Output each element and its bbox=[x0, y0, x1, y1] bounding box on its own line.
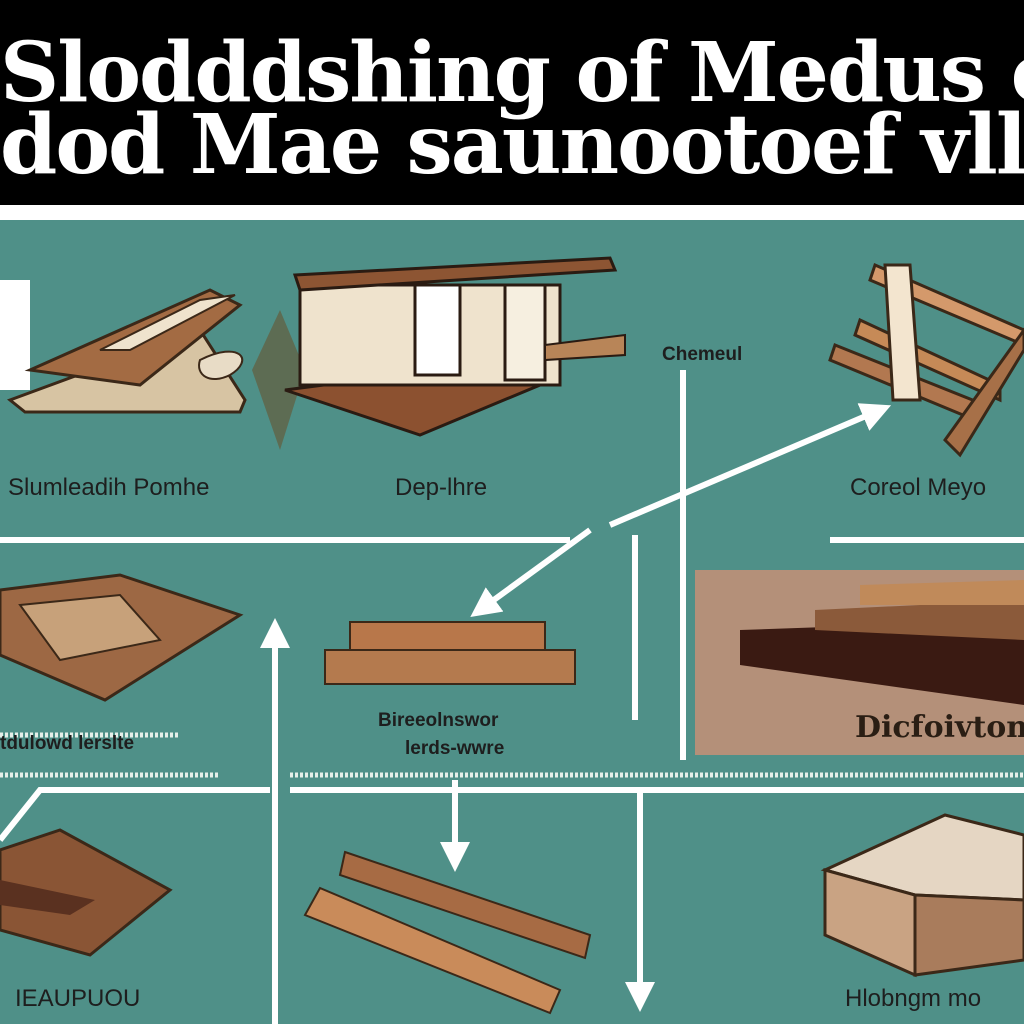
planks-illustration bbox=[303, 850, 592, 1015]
lumber-stack-illustration bbox=[740, 580, 1024, 705]
node-label-4: Chemeul bbox=[662, 344, 743, 365]
node-label-6: Bireeolnswor bbox=[378, 710, 499, 731]
title-line-1: Slodddshing of Medus ofsb The Hot bbox=[0, 25, 1024, 121]
node-label-9: IEAUPUOU bbox=[15, 985, 141, 1012]
node-label-3: Coreol Meyo bbox=[850, 474, 987, 501]
rack-leg-1 bbox=[883, 263, 922, 402]
node-label-8: Dicfoivton bbox=[855, 710, 1024, 745]
house-door bbox=[413, 283, 462, 377]
node-label-1: Slumleadih Pomhe bbox=[8, 474, 210, 501]
title-banner: Slodddshing of Medus ofsb The Hot dod Ma… bbox=[0, 0, 1024, 205]
frame-house-illustration bbox=[284, 256, 626, 437]
node-label-7: lerds-wwre bbox=[405, 738, 505, 759]
sluice-roll bbox=[198, 350, 244, 380]
node-label-2: Dep-lhre bbox=[395, 474, 488, 501]
field-patch bbox=[18, 593, 162, 662]
connector-diagonal-down bbox=[470, 527, 592, 618]
title-line-2: dod Mae saunootoef vllorpgeut li bbox=[0, 97, 1024, 193]
tray-illustration bbox=[0, 828, 173, 957]
lumber-top-board bbox=[860, 580, 1024, 605]
plank-1 bbox=[338, 850, 592, 960]
rack-diagonal bbox=[943, 327, 1024, 458]
plank-2 bbox=[303, 886, 562, 1015]
sluice-top bbox=[99, 294, 236, 351]
field-illustration bbox=[0, 573, 244, 702]
board-lower bbox=[324, 649, 576, 685]
box-illustration bbox=[820, 813, 1024, 978]
diamond-shape bbox=[252, 310, 305, 450]
node-label-10: Hlobngm mo bbox=[845, 985, 982, 1012]
boards-illustration bbox=[324, 621, 576, 685]
board-upper bbox=[349, 621, 546, 651]
lumber-dark-board bbox=[740, 620, 1024, 705]
connector-dashes bbox=[0, 732, 1024, 778]
sluice-illustration bbox=[0, 280, 247, 414]
house-shelf bbox=[544, 333, 626, 362]
box-side bbox=[913, 893, 1024, 977]
node-label-5: tdulowd lerslte bbox=[0, 733, 135, 754]
white-post bbox=[0, 280, 30, 390]
rack-illustration bbox=[828, 262, 1024, 458]
tray-base bbox=[0, 828, 173, 957]
house-roof bbox=[292, 256, 618, 292]
lumber-mid-board bbox=[815, 600, 1024, 640]
header-divider bbox=[0, 205, 1024, 220]
house-pillar bbox=[503, 283, 547, 382]
tray-board bbox=[0, 880, 95, 915]
connector-lines bbox=[0, 370, 1024, 1024]
connector-left-edge bbox=[0, 787, 270, 842]
connector-diagonal-up bbox=[608, 403, 892, 528]
